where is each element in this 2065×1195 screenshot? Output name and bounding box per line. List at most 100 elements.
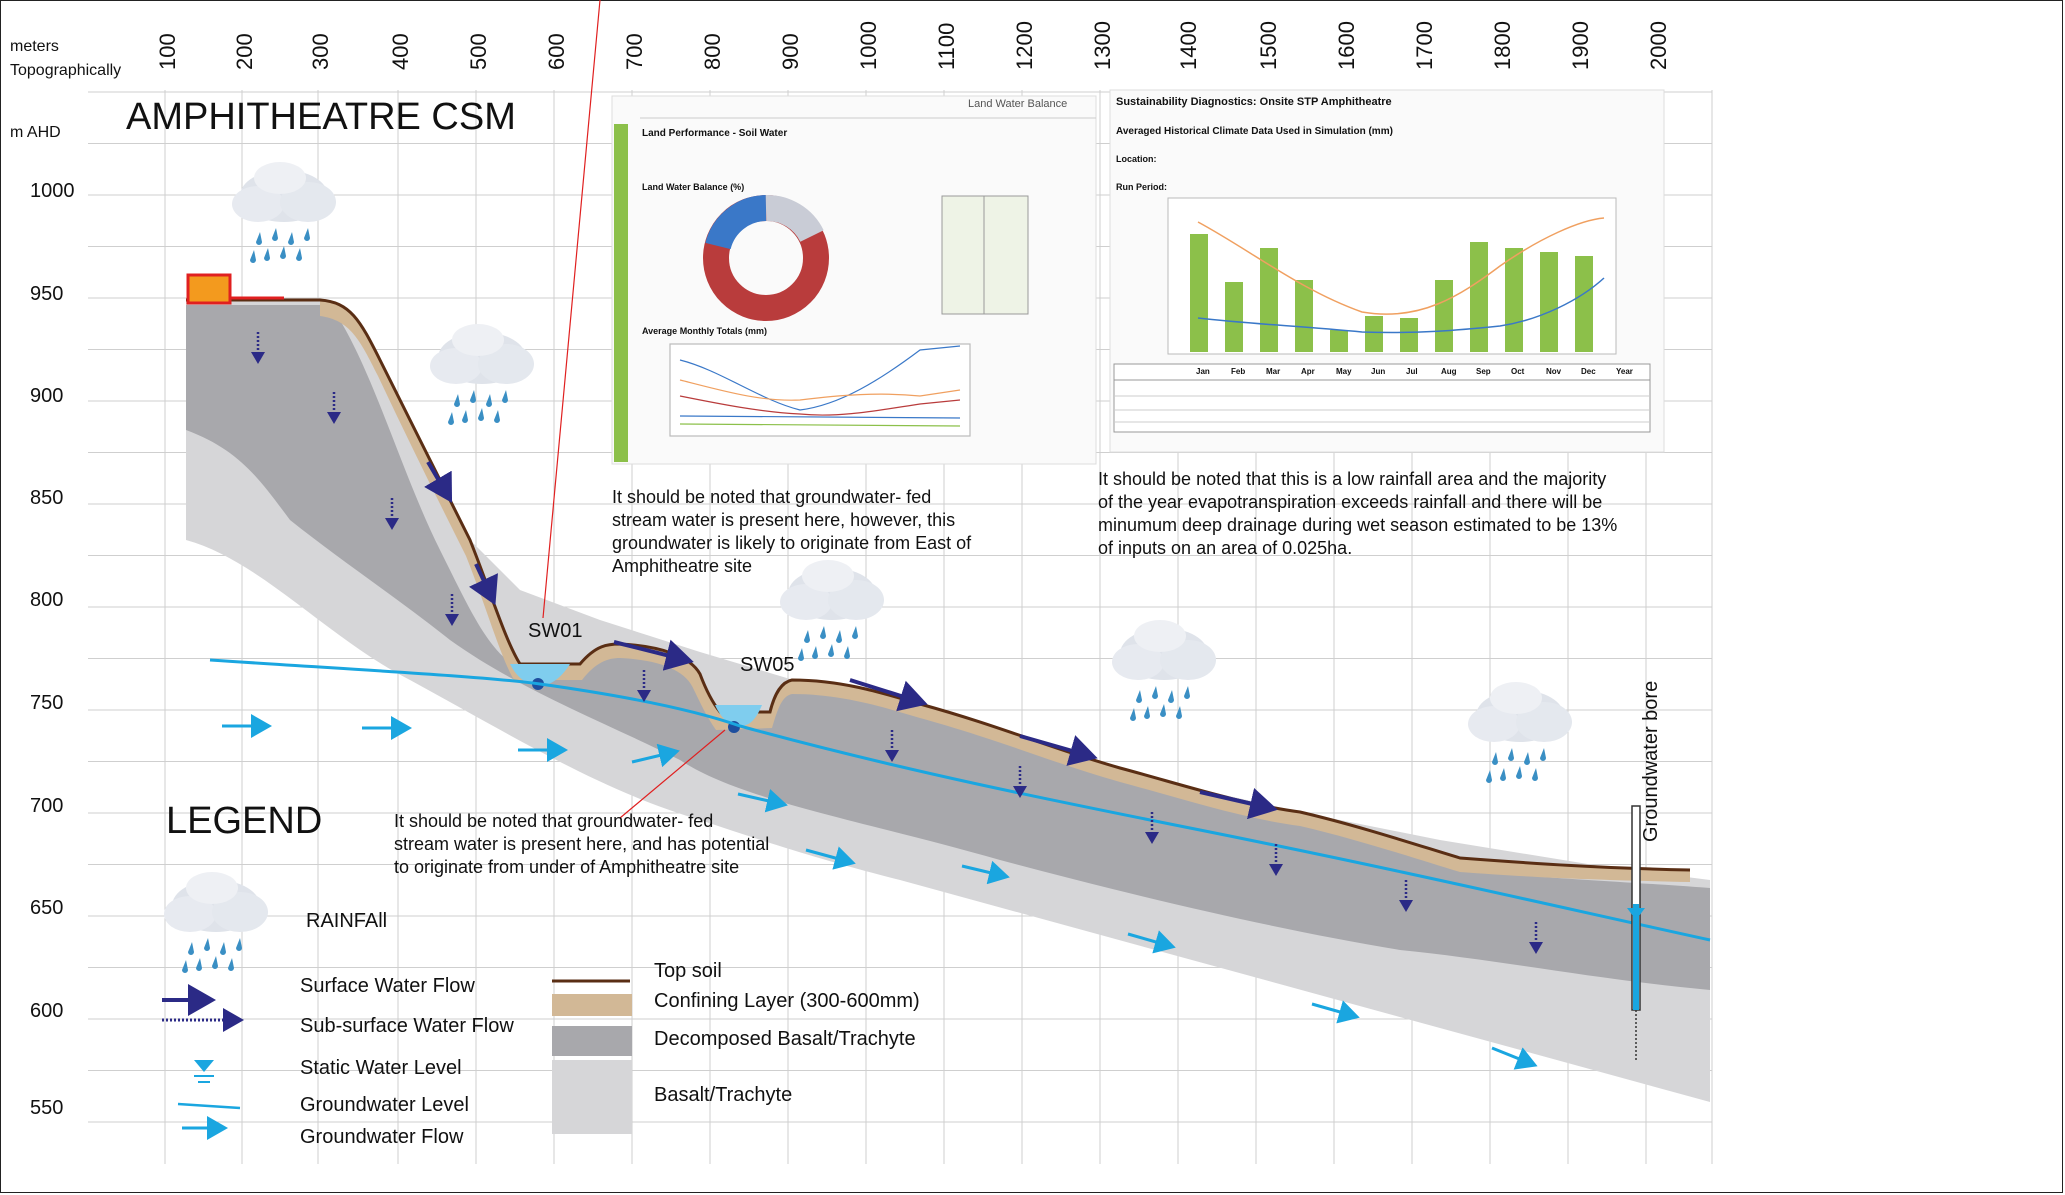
inset-climate-bar bbox=[1575, 256, 1593, 352]
inset-line-chart bbox=[669, 343, 971, 437]
surface-flow-arrows bbox=[424, 460, 1278, 820]
x-tick-label: 1100 bbox=[934, 22, 959, 70]
y-tick-label: 900 bbox=[30, 385, 64, 407]
legend-rainfall: RAINFAll bbox=[306, 910, 388, 932]
inset-climate-subtitle: Averaged Historical Climate Data Used in… bbox=[1116, 126, 1393, 137]
inset-climate-bar bbox=[1260, 248, 1278, 352]
inset-climate-bar bbox=[1435, 280, 1453, 352]
y-tick-label: 950 bbox=[30, 283, 64, 305]
sw01-pond bbox=[510, 664, 570, 686]
inset-month-label: Jun bbox=[1371, 367, 1386, 376]
y-tick-label: 800 bbox=[30, 589, 64, 611]
inset-evap-line bbox=[1197, 217, 1605, 315]
legend-surface-flow: Surface Water Flow bbox=[300, 975, 475, 997]
y-axis-unit: m AHD bbox=[10, 124, 61, 141]
inset-climate-bar bbox=[1400, 318, 1418, 352]
inset-month-label: Mar bbox=[1266, 367, 1281, 376]
inset-water-balance-header: Land Water Balance bbox=[968, 98, 1068, 110]
decomposed-layer bbox=[186, 305, 1710, 990]
y-tick-label: 1000 bbox=[30, 180, 75, 202]
x-tick-label: 1200 bbox=[1012, 21, 1037, 70]
sw05-leader bbox=[619, 729, 726, 819]
sw01-label: SW01 bbox=[528, 620, 583, 642]
x-tick-label: 600 bbox=[544, 33, 569, 70]
legend-symbols bbox=[162, 979, 632, 1140]
note-sw01: It should be noted that groundwater- fed… bbox=[612, 487, 972, 576]
rain-cloud-icon bbox=[1468, 682, 1572, 783]
note-sw05: It should be noted that groundwater- fed… bbox=[394, 811, 770, 877]
inset-climate-bars bbox=[1190, 234, 1593, 352]
inset-donut-chart bbox=[703, 195, 829, 321]
inset-month-label: Oct bbox=[1511, 367, 1525, 376]
x-tick-label: 1600 bbox=[1334, 21, 1359, 70]
inset-rain-line bbox=[1197, 277, 1605, 334]
x-tick-label: 200 bbox=[232, 33, 257, 70]
sw01-leader bbox=[542, 0, 601, 619]
groundwater-bore-screen bbox=[1633, 904, 1639, 1010]
legend-decomposed: Decomposed Basalt/Trachyte bbox=[654, 1028, 916, 1050]
note-rainfall: It should be noted that this is a low ra… bbox=[1098, 469, 1618, 558]
inset-climate-title: Sustainability Diagnostics: Onsite STP A… bbox=[1116, 96, 1392, 108]
legend-subsurface-flow: Sub-surface Water Flow bbox=[300, 1015, 514, 1037]
inset-climate-location: Location: bbox=[1116, 154, 1157, 164]
inset-climate-bar bbox=[1295, 280, 1313, 352]
inset-month-label: May bbox=[1336, 367, 1352, 376]
inset-climate-period: Run Period: bbox=[1116, 182, 1167, 192]
x-tick-label: 1300 bbox=[1090, 21, 1115, 70]
y-tick-label: 850 bbox=[30, 487, 64, 509]
inset-climate bbox=[1109, 89, 1665, 453]
x-tick-label: 1400 bbox=[1176, 21, 1201, 70]
groundwater-level-line bbox=[209, 658, 1711, 942]
inset-water-balance bbox=[611, 95, 1097, 465]
x-tick-label: 2000 bbox=[1646, 21, 1671, 70]
x-tick-label: 300 bbox=[308, 33, 333, 70]
inset-data-table bbox=[941, 195, 1029, 315]
inset-climate-bar bbox=[1540, 252, 1558, 352]
site-building bbox=[186, 273, 232, 305]
inset-chart-a-title: Land Water Balance (%) bbox=[642, 182, 745, 192]
y-tick-label: 550 bbox=[30, 1097, 64, 1119]
rain-cloud-icon bbox=[164, 872, 268, 973]
rain-cloud-icon bbox=[1112, 620, 1216, 721]
inset-month-label: Dec bbox=[1581, 367, 1596, 376]
legend-static-level: Static Water Level bbox=[300, 1057, 462, 1079]
y-tick-label: 600 bbox=[30, 1000, 64, 1022]
inset-water-balance-section: Land Performance - Soil Water bbox=[642, 128, 788, 139]
x-tick-label: 100 bbox=[155, 33, 180, 70]
inset-month-label: Jul bbox=[1406, 367, 1418, 376]
diagram-title: AMPHITHEATRE CSM bbox=[126, 96, 516, 138]
y-tick-label: 750 bbox=[30, 692, 64, 714]
legend-confining: Confining Layer (300-600mm) bbox=[654, 990, 920, 1012]
inset-month-label: Nov bbox=[1546, 367, 1562, 376]
inset-month-label: Jan bbox=[1196, 367, 1210, 376]
x-tick-label: 400 bbox=[388, 33, 413, 70]
rain-cloud-icon bbox=[430, 324, 534, 425]
inset-month-label: Feb bbox=[1231, 367, 1246, 376]
groundwater-bore-label: Groundwater bore bbox=[1640, 680, 1662, 842]
y-tick-label: 700 bbox=[30, 795, 64, 817]
inset-month-label: Aug bbox=[1441, 367, 1457, 376]
x-axis-caption-line-2: Topographically bbox=[10, 62, 122, 79]
inset-climate-bar bbox=[1225, 282, 1243, 352]
legend-gw-flow: Groundwater Flow bbox=[300, 1126, 464, 1148]
inset-chart-b-title: Average Monthly Totals (mm) bbox=[642, 326, 768, 336]
groundwater-flow-arrows bbox=[222, 714, 1538, 1070]
legend-topsoil: Top soil bbox=[654, 960, 722, 982]
legend-basalt: Basalt/Trachyte bbox=[654, 1084, 793, 1106]
inset-month-label: Apr bbox=[1301, 367, 1315, 376]
inset-climate-bar bbox=[1365, 316, 1383, 352]
x-tick-label: 1700 bbox=[1412, 21, 1437, 70]
x-axis-caption-line-1: meters bbox=[10, 38, 59, 55]
inset-climate-bar bbox=[1505, 248, 1523, 352]
inset-month-label: Sep bbox=[1476, 367, 1491, 376]
x-tick-label: 500 bbox=[466, 33, 491, 70]
sw05-label: SW05 bbox=[740, 654, 795, 676]
x-tick-label: 1800 bbox=[1490, 21, 1515, 70]
x-tick-label: 900 bbox=[778, 33, 803, 70]
inset-climate-bar bbox=[1330, 330, 1348, 352]
bore-static-level-icon bbox=[1627, 908, 1645, 920]
inset-climate-bar bbox=[1470, 242, 1488, 352]
y-tick-label: 650 bbox=[30, 897, 64, 919]
